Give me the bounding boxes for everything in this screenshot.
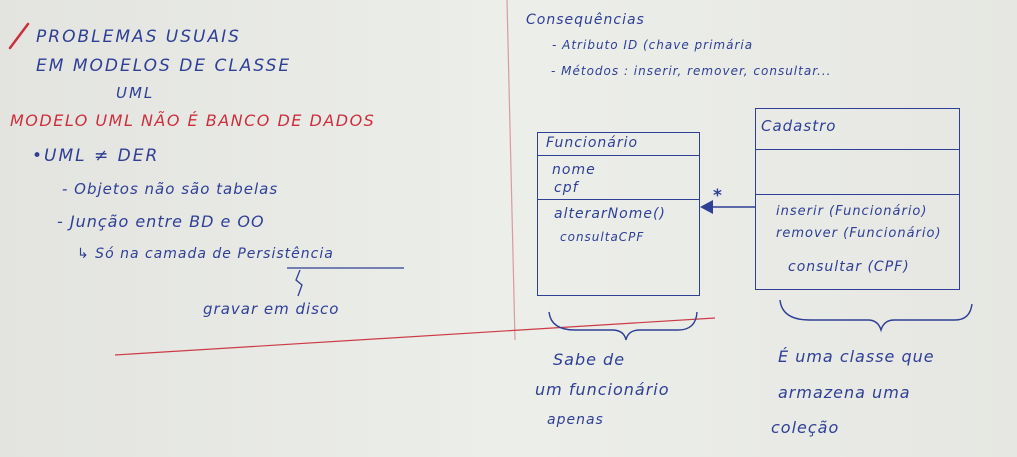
method-remover: remover (Funcionário)	[776, 226, 942, 241]
note-funcionario-line-2: um funcionário	[535, 380, 670, 399]
persist-detail: gravar em disco	[203, 300, 340, 318]
persist-arrow	[295, 269, 303, 297]
class-cadastro-divider-1	[756, 149, 959, 150]
note-funcionario-line-3: apenas	[547, 412, 604, 428]
red-divider-vertical	[506, 0, 516, 341]
red-slash-mark	[8, 22, 30, 50]
layer-note-term: Persistência	[237, 246, 334, 262]
note-funcionario-line-1: Sabe de	[553, 350, 626, 369]
item-objetos: - Objetos não são tabelas	[62, 180, 279, 198]
consequence-1: - Atributo ID (chave primária	[552, 38, 754, 52]
layer-note: ↳ Só na camada de Persistência	[77, 246, 334, 262]
note-cadastro-line-1: É uma classe que	[778, 347, 935, 366]
note-cadastro-line-3: coleção	[771, 418, 840, 437]
method-inserir: inserir (Funcionário)	[776, 204, 928, 219]
class-funcionario-divider-2	[538, 199, 699, 200]
red-divider-horizontal	[114, 317, 716, 356]
note-cadastro-line-2: armazena uma	[778, 383, 911, 402]
red-note: MODELO UML NÃO É BANCO DE DADOS	[10, 111, 376, 130]
method-consulta-cpf: consultaCPF	[560, 230, 645, 244]
consequences-title: Consequências	[526, 12, 645, 28]
consequence-2: - Métodos : inserir, remover, consultar.…	[551, 64, 832, 78]
class-cadastro: Cadastro inserir (Funcionário) remover (…	[755, 108, 960, 290]
class-funcionario-divider-1	[538, 155, 699, 156]
class-cadastro-name: Cadastro	[761, 117, 837, 135]
item-juncao: - Junção entre BD e OO	[57, 212, 265, 231]
attr-cpf: cpf	[554, 180, 579, 196]
brace-funcionario	[548, 311, 698, 341]
method-consultar: consultar (CPF)	[788, 259, 910, 275]
heading-line-2: EM MODELOS DE CLASSE	[36, 56, 292, 76]
class-cadastro-divider-2	[756, 194, 959, 195]
multiplicity-star: *	[713, 186, 723, 206]
bullet-uml-der: •UML ≠ DER	[32, 146, 160, 166]
attr-nome: nome	[552, 162, 596, 178]
association-arrowhead	[700, 200, 713, 214]
heading-line-1: PROBLEMAS USUAIS	[36, 27, 241, 47]
class-funcionario: Funcionário nome cpf alterarNome() consu…	[537, 132, 700, 296]
heading-line-3: UML	[116, 84, 155, 102]
layer-note-prefix: ↳ Só na camada de	[77, 246, 238, 262]
class-funcionario-name: Funcionário	[546, 135, 639, 151]
brace-cadastro	[779, 299, 973, 333]
method-alterar-nome: alterarNome()	[554, 206, 666, 222]
